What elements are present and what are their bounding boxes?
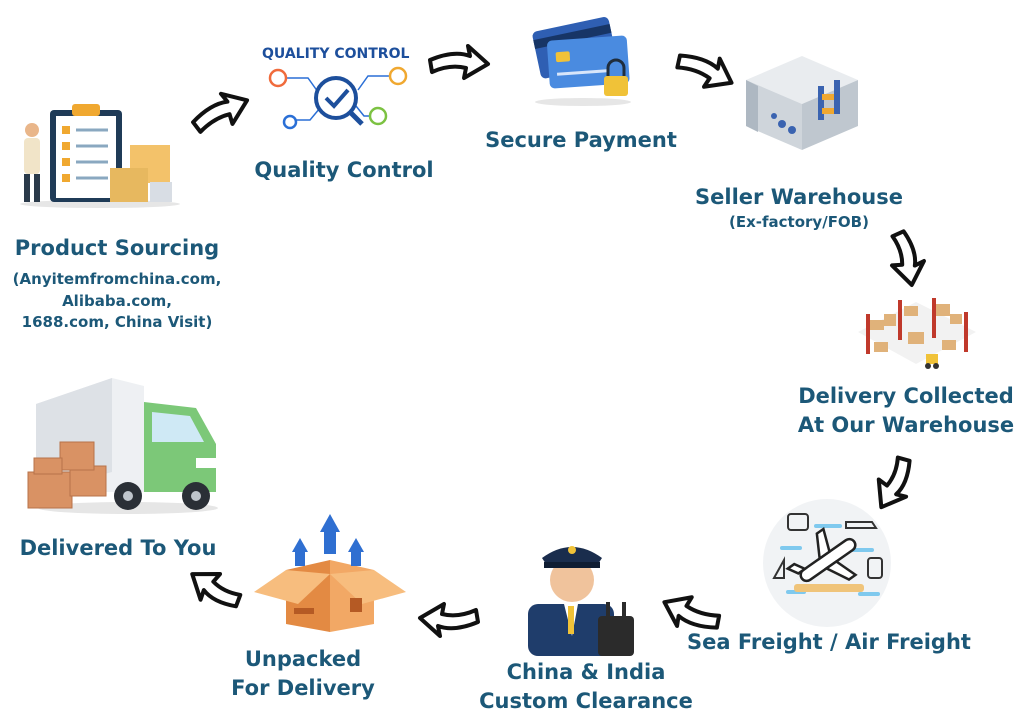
our-warehouse-illustration <box>858 298 976 369</box>
flow-arrow-5 <box>876 455 912 510</box>
product-sourcing-sub3: 1688.com, China Visit) <box>21 313 213 331</box>
delivered-title: Delivered To You <box>19 536 217 560</box>
delivery-collected-line1: Delivery Collected <box>798 384 1014 408</box>
flow-arrow-8 <box>190 572 243 609</box>
flow-arrow-7 <box>418 602 480 638</box>
freight-illustration <box>763 499 891 627</box>
delivery-truck-illustration <box>27 378 218 514</box>
flow-arrow-2 <box>428 44 490 80</box>
unpacked-line1: Unpacked <box>244 647 362 671</box>
product-sourcing-sub1: (Anyitemfromchina.com, <box>12 270 222 288</box>
freight-title: Sea Freight / Air Freight <box>687 630 971 654</box>
quality-control-illustration <box>268 66 408 130</box>
product-sourcing-illustration <box>20 104 180 208</box>
flow-arrow-1 <box>191 91 250 134</box>
customs-line1: China & India <box>506 660 666 684</box>
secure-payment-illustration <box>532 17 631 106</box>
flow-arrow-6 <box>662 595 722 630</box>
product-sourcing-title: Product Sourcing <box>14 236 220 260</box>
customs-officer-illustration <box>528 546 634 656</box>
quality-control-title: Quality Control <box>254 158 434 182</box>
flow-arrow-3 <box>675 53 734 89</box>
secure-payment-title: Secure Payment <box>485 128 677 152</box>
flow-arrow-4 <box>890 229 926 287</box>
unpacked-box-illustration <box>254 514 406 632</box>
seller-warehouse-illustration <box>746 56 858 150</box>
unpacked-line2: For Delivery <box>231 676 375 700</box>
delivery-collected-line2: At Our Warehouse <box>797 413 1015 437</box>
seller-warehouse-title: Seller Warehouse <box>695 185 903 209</box>
product-sourcing-sub2: Alibaba.com, <box>62 292 172 310</box>
seller-warehouse-sub: (Ex-factory/FOB) <box>729 213 869 231</box>
customs-line2: Custom Clearance <box>479 689 693 713</box>
quality-control-badge: QUALITY CONTROL <box>262 46 410 62</box>
